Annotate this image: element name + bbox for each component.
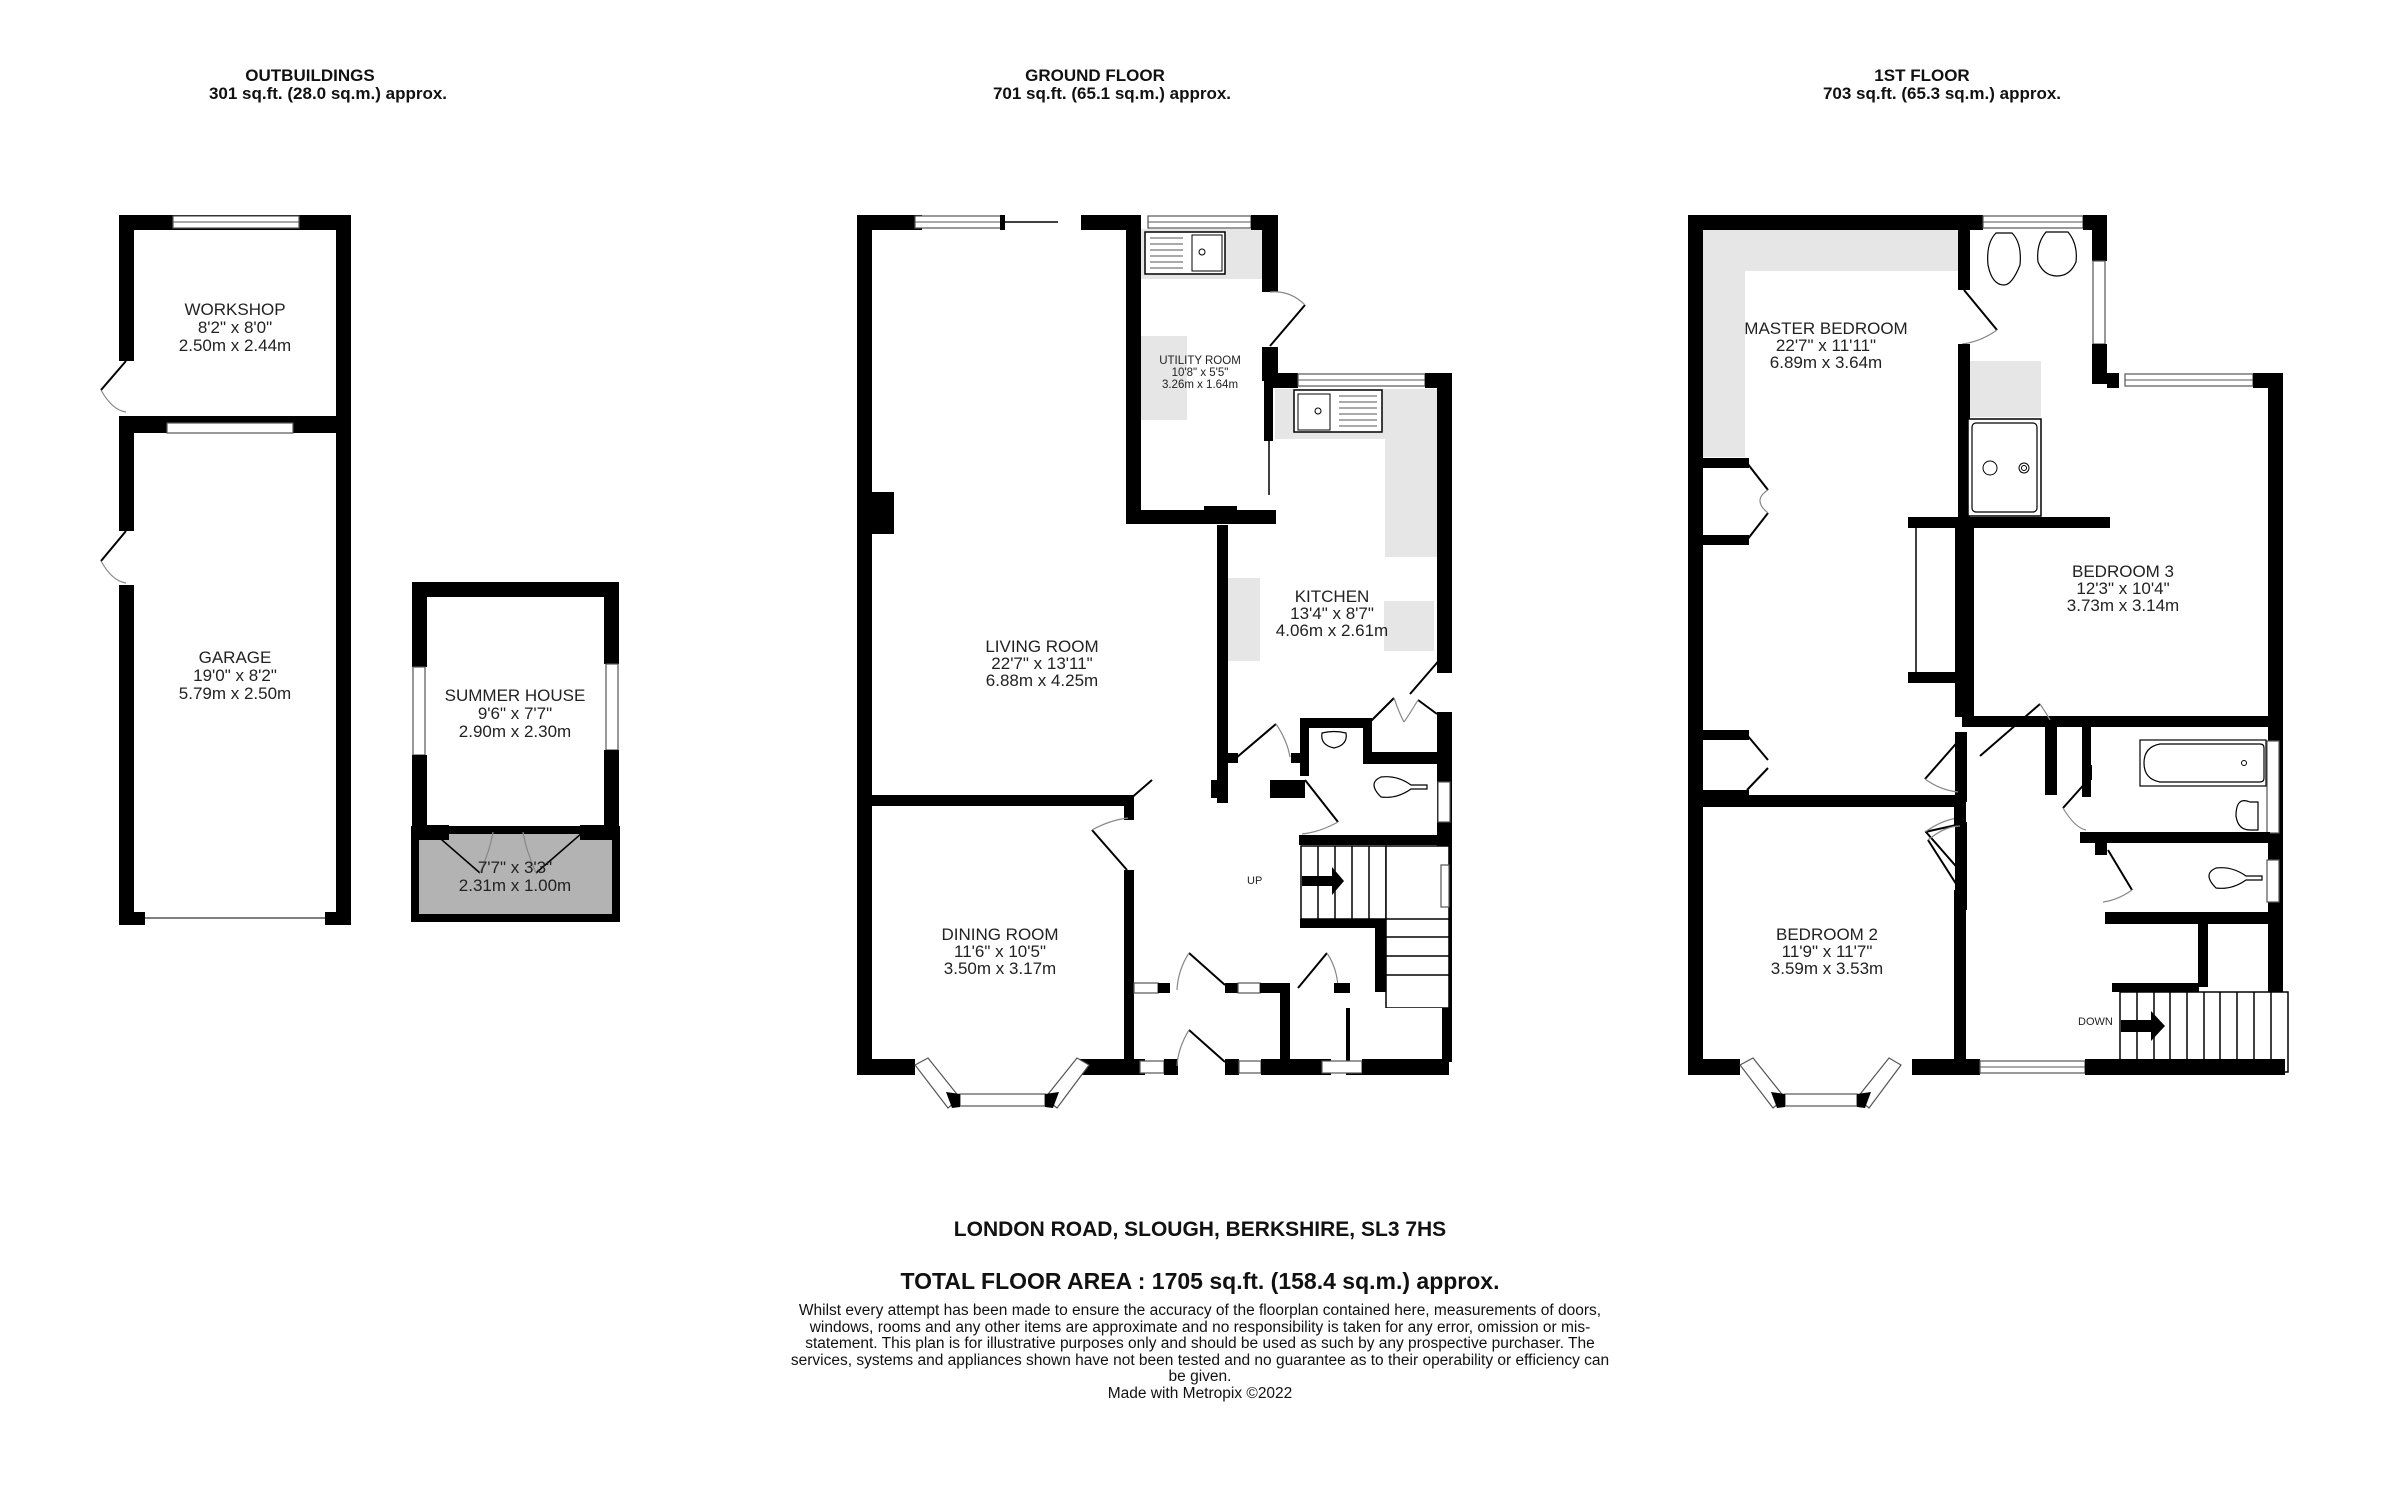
porch-metric: 2.31m x 1.00m bbox=[459, 876, 571, 895]
wall bbox=[119, 912, 145, 925]
outbuildings-plan: WORKSHOP 8'2" x 8'0" 2.50m x 2.44m GARAG… bbox=[100, 215, 620, 925]
stairs-up-arrow-icon bbox=[1302, 867, 1344, 895]
kitchen-metric: 4.06m x 2.61m bbox=[1276, 621, 1388, 640]
stairs-down-label: DOWN bbox=[2078, 1016, 2113, 1028]
disclaimer: Whilst every attempt has been made to en… bbox=[790, 1302, 1610, 1403]
bathroom-basin bbox=[2235, 800, 2259, 831]
workshop-imperial: 8'2" x 8'0" bbox=[198, 318, 272, 337]
outbuildings-title: OUTBUILDINGS bbox=[245, 66, 374, 85]
wall bbox=[325, 912, 351, 925]
dining-room-name: DINING ROOM bbox=[941, 925, 1058, 944]
ground-floor-plan: UTILITY ROOM 10'8" x 5'5" 3.26m x 1.64m … bbox=[857, 215, 1452, 1109]
wall bbox=[604, 582, 619, 664]
utility-room-metric: 3.26m x 1.64m bbox=[1162, 379, 1238, 391]
living-room-imperial: 22'7" x 13'11" bbox=[991, 654, 1092, 673]
master-bedroom-imperial: 22'7" x 11'11" bbox=[1776, 336, 1876, 355]
stairs-up: UP bbox=[1247, 845, 1450, 1009]
summer-house-imperial: 9'6" x 7'7" bbox=[478, 704, 552, 723]
wall bbox=[119, 416, 134, 531]
fireplace bbox=[872, 492, 894, 534]
stairs-down: DOWN bbox=[2078, 983, 2289, 1073]
first-floor-header: 1ST FLOOR 703 sq.ft. (65.3 sq.m.) approx… bbox=[1823, 66, 2061, 103]
workshop-name: WORKSHOP bbox=[184, 300, 285, 319]
bedroom-2-metric: 3.59m x 3.53m bbox=[1771, 959, 1883, 978]
ensuite-toilet bbox=[1987, 232, 2021, 286]
wall bbox=[119, 585, 134, 925]
garage-imperial: 19'0" x 8'2" bbox=[193, 666, 277, 685]
bedroom-3-metric: 3.73m x 3.14m bbox=[2067, 596, 2179, 615]
kitchen-name: KITCHEN bbox=[1295, 587, 1370, 606]
outbuildings-header: OUTBUILDINGS 301 sq.ft. (28.0 sq.m.) app… bbox=[209, 66, 447, 103]
wall bbox=[412, 582, 427, 667]
wc-toilet bbox=[1373, 776, 1428, 798]
wc-basin bbox=[1321, 730, 1347, 749]
wc-toilet-upstairs bbox=[2208, 867, 2263, 889]
total-floor-area: TOTAL FLOOR AREA : 1705 sq.ft. (158.4 sq… bbox=[900, 1268, 1500, 1294]
garage-metric: 5.79m x 2.50m bbox=[179, 684, 291, 703]
summer-house-name: SUMMER HOUSE bbox=[445, 686, 586, 705]
bedroom-2-imperial: 11'9" x 11'7" bbox=[1782, 942, 1873, 961]
bedroom-3-name: BEDROOM 3 bbox=[2072, 562, 2174, 581]
wall bbox=[336, 215, 351, 925]
bedroom-2-name: BEDROOM 2 bbox=[1776, 925, 1878, 944]
disclaimer-text: Whilst every attempt has been made to en… bbox=[790, 1302, 1610, 1386]
utility-room-name: UTILITY ROOM bbox=[1159, 355, 1241, 367]
master-bedroom-metric: 6.89m x 3.64m bbox=[1770, 353, 1882, 372]
wall bbox=[412, 755, 427, 831]
wall bbox=[412, 582, 619, 597]
ground-floor-header: GROUND FLOOR 701 sq.ft. (65.1 sq.m.) app… bbox=[993, 66, 1231, 103]
bedroom-3-imperial: 12'3" x 10'4" bbox=[2076, 579, 2169, 598]
utility-room-imperial: 10'8" x 5'5" bbox=[1172, 367, 1229, 379]
window bbox=[605, 663, 619, 751]
living-room-name: LIVING ROOM bbox=[985, 637, 1098, 656]
first-floor-area: 703 sq.ft. (65.3 sq.m.) approx. bbox=[1823, 84, 2061, 103]
garage-name: GARAGE bbox=[199, 648, 272, 667]
metropix-credit: Made with Metropix ©2022 bbox=[1107, 1384, 1293, 1402]
ensuite-basin bbox=[2037, 231, 2077, 277]
summer-house-metric: 2.90m x 2.30m bbox=[459, 722, 571, 741]
wall bbox=[604, 750, 619, 831]
ground-floor-title: GROUND FLOOR bbox=[1025, 66, 1165, 85]
window bbox=[412, 666, 426, 756]
wall bbox=[119, 215, 134, 361]
first-floor-plan: MASTER BEDROOM 22'7" x 11'11" 6.89m x 3.… bbox=[1688, 215, 2289, 1109]
ensuite-shower bbox=[1967, 418, 2042, 517]
window bbox=[166, 422, 294, 434]
first-floor-title: 1ST FLOOR bbox=[1874, 66, 1969, 85]
dining-room-metric: 3.50m x 3.17m bbox=[944, 959, 1056, 978]
dining-room-metric-imperial: 11'6" x 10'5" bbox=[954, 942, 1046, 961]
living-room-metric: 6.88m x 4.25m bbox=[986, 671, 1098, 690]
workshop-metric: 2.50m x 2.44m bbox=[179, 336, 291, 355]
kitchen-imperial: 13'4" x 8'7" bbox=[1290, 604, 1374, 623]
outbuildings-area: 301 sq.ft. (28.0 sq.m.) approx. bbox=[209, 84, 447, 103]
property-address: LONDON ROAD, SLOUGH, BERKSHIRE, SL3 7HS bbox=[953, 1218, 1447, 1241]
master-bedroom-name: MASTER BEDROOM bbox=[1744, 319, 1907, 338]
stairs-up-label: UP bbox=[1247, 875, 1262, 887]
ground-floor-area: 701 sq.ft. (65.1 sq.m.) approx. bbox=[993, 84, 1231, 103]
porch-imperial: 7'7" x 3'3" bbox=[478, 858, 552, 877]
stairs-down-arrow-icon bbox=[2121, 1011, 2165, 1041]
